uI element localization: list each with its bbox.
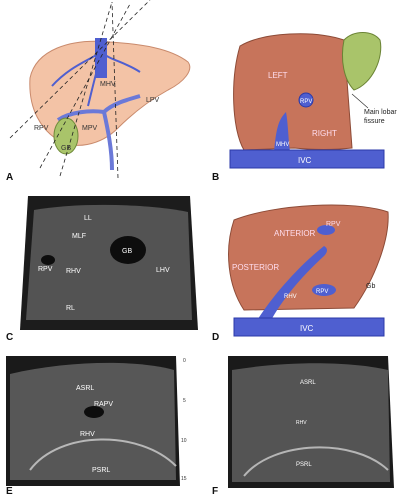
panel-letter-f: F <box>212 486 219 497</box>
panel-a-illustration: MHV LPV RPV MPV GB <box>9 0 191 179</box>
rpv-vessel-d2 <box>312 284 336 296</box>
label-fissure-2: fissure <box>364 118 385 125</box>
label-rl: RL <box>66 305 75 312</box>
scale-0: 0 <box>183 358 186 364</box>
scale-15: 15 <box>181 476 187 482</box>
label-ll: LL <box>84 215 92 222</box>
label-left: LEFT <box>268 71 288 80</box>
us-rapv-e <box>84 406 104 418</box>
gallbladder <box>53 117 79 155</box>
label-ivc-d: IVC <box>300 324 314 333</box>
label-rpv: RPV <box>34 125 49 132</box>
us-tissue-e <box>10 362 176 480</box>
dashed-line-3 <box>59 1 113 177</box>
panel-letter-c: C <box>6 332 14 343</box>
us-curve-e <box>29 438 177 471</box>
gallbladder-b <box>341 32 382 91</box>
label-lpv: LPV <box>146 97 160 104</box>
label-rapv-e: RAPV <box>94 401 113 408</box>
fissure-pointer <box>351 93 369 109</box>
panel-e-ultrasound: ASRL RAPV RHV PSRL 0 5 10 15 <box>0 350 200 500</box>
label-mhv-b: MHV <box>276 142 289 148</box>
label-psrl-e: PSRL <box>92 467 110 474</box>
us-tissue-c <box>26 204 192 320</box>
rhv-vessel-d <box>256 246 327 322</box>
label-right: RIGHT <box>312 129 337 138</box>
panel-letter-a: A <box>6 172 14 183</box>
label-lhv-c: LHV <box>156 267 170 274</box>
panel-f-ultrasound: ASRL RHV PSRL <box>204 350 408 500</box>
panel-d-illustration: ANTERIOR POSTERIOR RPV RPV RHV Gb IVC <box>228 204 389 337</box>
panel-b: LEFT RIGHT RPV MHV IVC Main lobar fissur… <box>204 0 408 190</box>
us-gb-c <box>110 236 146 264</box>
rpv-vessel-d1 <box>317 225 335 235</box>
panel-letter-d: D <box>212 332 220 343</box>
dashed-line-4 <box>111 1 119 179</box>
label-gb-c: GB <box>122 248 132 255</box>
label-rpv-b: RPV <box>300 99 312 105</box>
panel-a: MHV LPV RPV MPV GB A <box>0 0 200 190</box>
label-fissure-1: Main lobar <box>364 109 397 116</box>
label-rhv-e: RHV <box>80 431 95 438</box>
label-gb-d: Gb <box>366 283 375 290</box>
mhv-vessel-b <box>274 112 290 152</box>
label-rhv-d: RHV <box>284 294 297 300</box>
us-curve-f <box>243 446 389 477</box>
dashed-line-2 <box>39 3 131 169</box>
scale-10: 10 <box>181 438 187 444</box>
panel-c: LL MLF GB RPV RHV LHV RL C <box>0 190 200 350</box>
label-asrl-f: ASRL <box>300 380 316 386</box>
rpv-vessel-b <box>298 92 314 108</box>
label-ivc-b: IVC <box>298 156 312 165</box>
label-gb: GB <box>61 145 71 152</box>
panel-f: ASRL RHV PSRL F <box>204 350 408 500</box>
label-posterior: POSTERIOR <box>232 263 279 272</box>
scale-5: 5 <box>183 398 186 404</box>
panel-e: ASRL RAPV RHV PSRL 0 5 10 15 E <box>0 350 200 500</box>
panel-b-illustration: LEFT RIGHT RPV MHV IVC Main lobar fissur… <box>229 32 397 169</box>
label-rhv-c: RHV <box>66 268 81 275</box>
panel-letter-e: E <box>6 486 13 497</box>
panel-letter-b: B <box>212 172 220 183</box>
label-psrl-f: PSRL <box>296 462 312 468</box>
portal-vein <box>56 94 141 171</box>
ivc-vessel-b <box>229 149 385 169</box>
label-anterior: ANTERIOR <box>274 229 316 238</box>
label-rpv-d1: RPV <box>326 221 341 228</box>
label-asrl-e: ASRL <box>76 385 94 392</box>
label-rhv-f: RHV <box>296 420 307 426</box>
label-mpv: MPV <box>82 125 98 132</box>
label-rpv-c: RPV <box>38 266 53 273</box>
hepatic-veins <box>51 51 141 107</box>
ivc-vessel-d <box>233 317 385 337</box>
us-tissue-f <box>232 363 390 482</box>
label-mhv: MHV <box>100 81 116 88</box>
panel-c-ultrasound: LL MLF GB RPV RHV LHV RL <box>0 190 200 350</box>
label-mlf: MLF <box>72 233 86 240</box>
panel-d: ANTERIOR POSTERIOR RPV RPV RHV Gb IVC D <box>204 190 408 350</box>
us-vessel-c <box>41 255 55 265</box>
liver-section-d <box>228 204 389 311</box>
dashed-line-1 <box>9 0 151 139</box>
label-rpv-d2: RPV <box>316 289 328 295</box>
